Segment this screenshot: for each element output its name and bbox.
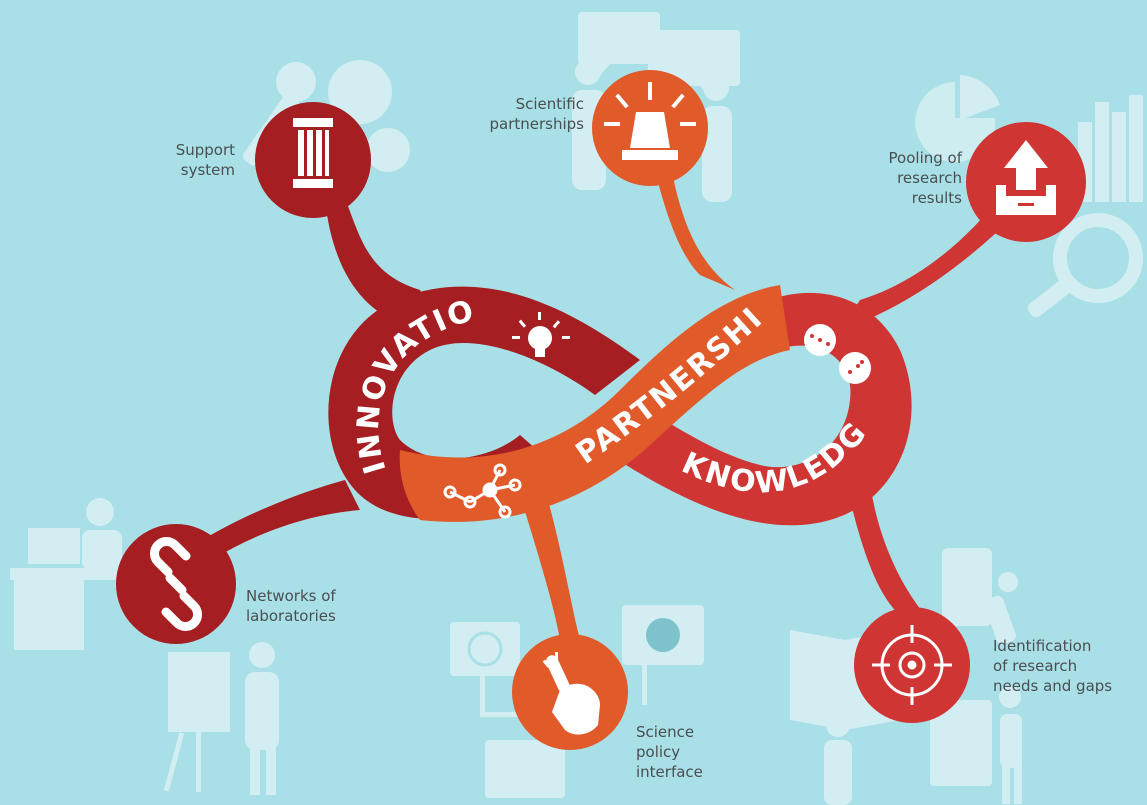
label-science-policy: Science policy interface xyxy=(636,723,703,781)
knowledge-loop xyxy=(610,292,912,526)
two-heads-ideas-icon xyxy=(804,324,871,384)
node-scientific-partnerships xyxy=(592,70,708,186)
label-pooling-results: Pooling of research results xyxy=(888,149,962,207)
upload-tray-icon xyxy=(996,140,1056,215)
node-networks-laboratories xyxy=(116,524,236,644)
node-identification-needs xyxy=(854,607,970,723)
target-icon xyxy=(872,625,952,705)
connector-identification-needs xyxy=(850,495,925,620)
scroll-document-icon xyxy=(942,548,1018,645)
clock-icon xyxy=(467,631,503,667)
people-speech-bubbles-icon xyxy=(572,12,740,202)
gear-icon xyxy=(328,60,410,172)
label-identification-needs: Identification of research needs and gap… xyxy=(993,637,1113,695)
node-pooling-results xyxy=(966,122,1086,242)
presenter-easel-icon xyxy=(163,642,279,795)
charts-icon xyxy=(915,75,1143,202)
label-networks-laboratories: Networks of laboratories xyxy=(246,587,336,625)
person-holding-sign-icon xyxy=(824,713,852,805)
node-science-policy xyxy=(512,634,628,750)
label-scientific-partnerships: Scientific partnerships xyxy=(489,95,585,133)
clipboard-icon xyxy=(930,686,1022,804)
node-support-system xyxy=(255,102,371,218)
partnership-band xyxy=(399,285,790,522)
knowledge-label: KNOWLEDGE xyxy=(0,0,875,501)
pillar-icon xyxy=(293,118,333,188)
connector-science-policy xyxy=(520,490,580,640)
label-support-system: Support system xyxy=(175,141,235,179)
infinity-band: INNOVATION PARTNERSHIP KNOWLEDGE xyxy=(0,0,912,526)
desk-computer-icon xyxy=(10,498,140,650)
globe-icon xyxy=(646,618,680,652)
connector-pooling-results xyxy=(840,190,1020,330)
innovation-label: INNOVATION xyxy=(0,0,479,478)
lightbulb-icon xyxy=(512,312,570,357)
alarm-light-icon xyxy=(604,82,696,160)
pointing-hand-icon xyxy=(542,652,600,735)
nodes xyxy=(116,70,1086,750)
magnifier-icon xyxy=(1027,213,1143,318)
molecule-network-icon xyxy=(443,463,522,519)
background-illustrations xyxy=(10,12,1143,805)
connector-support-system xyxy=(325,165,440,330)
connector-scientific-partnerships xyxy=(650,150,735,290)
chain-link-icon xyxy=(150,537,202,631)
